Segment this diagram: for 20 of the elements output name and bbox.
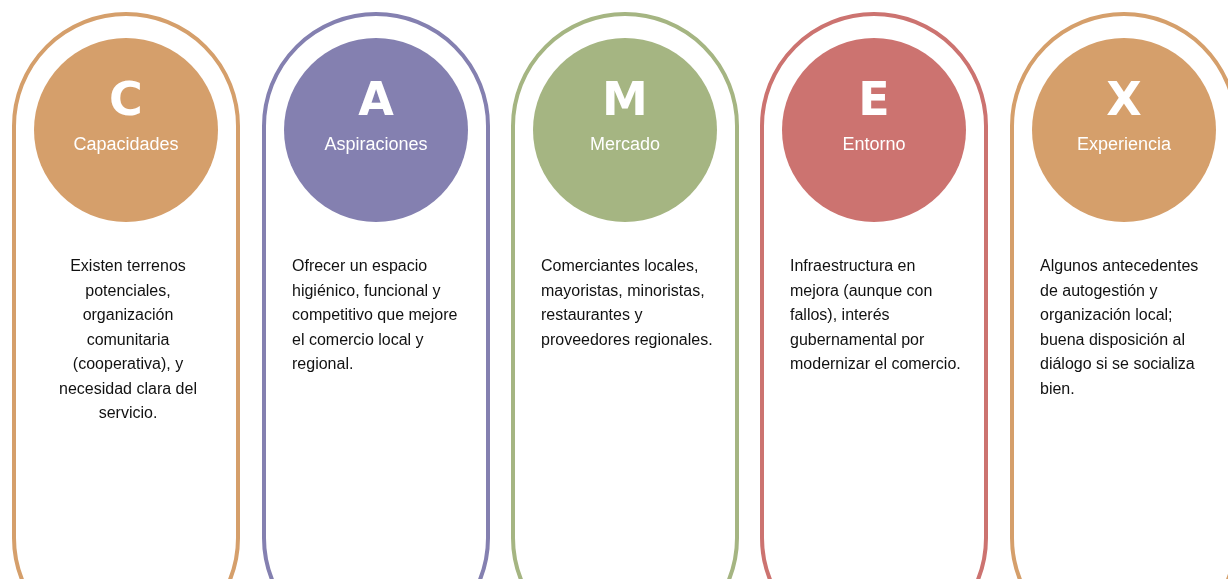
circle-label: Capacidades: [72, 134, 180, 156]
pill-outline: [760, 12, 988, 579]
description-text: Comerciantes locales, mayoristas, minoristas, restaurantes y proveedores regionales.: [541, 256, 713, 350]
pill-outline: [262, 12, 490, 579]
pill-outline: [1010, 12, 1228, 579]
initial-letter: E: [857, 76, 891, 122]
description-text: Infraestructura en mejora (aunque con fallos), interés gubernamental por modernizar el comercio.: [790, 256, 962, 374]
description-text: Existen terrenos potenciales, organización comunitaria (cooperativa), y necesidad clara del servicio.: [58, 256, 198, 423]
pill-outline: [511, 12, 739, 579]
initial-letter: X: [1105, 76, 1143, 122]
pill-outline: [12, 12, 240, 579]
circle-label: Mercado: [589, 134, 661, 156]
initial-letter: M: [601, 76, 649, 122]
circle-label: Aspiraciones: [323, 134, 429, 156]
circle-label: Entorno: [841, 134, 907, 156]
description-text: Algunos antecedentes de autogestión y organización local; buena disposición al diálogo si se socializa bien.: [1040, 256, 1200, 399]
circle-label: Experiencia: [1075, 134, 1173, 156]
initial-letter: C: [108, 76, 144, 122]
description-text: Ofrecer un espacio higiénico, funcional y competitivo que mejore el comercio local y regional.: [292, 256, 459, 374]
initial-letter: A: [357, 76, 395, 122]
